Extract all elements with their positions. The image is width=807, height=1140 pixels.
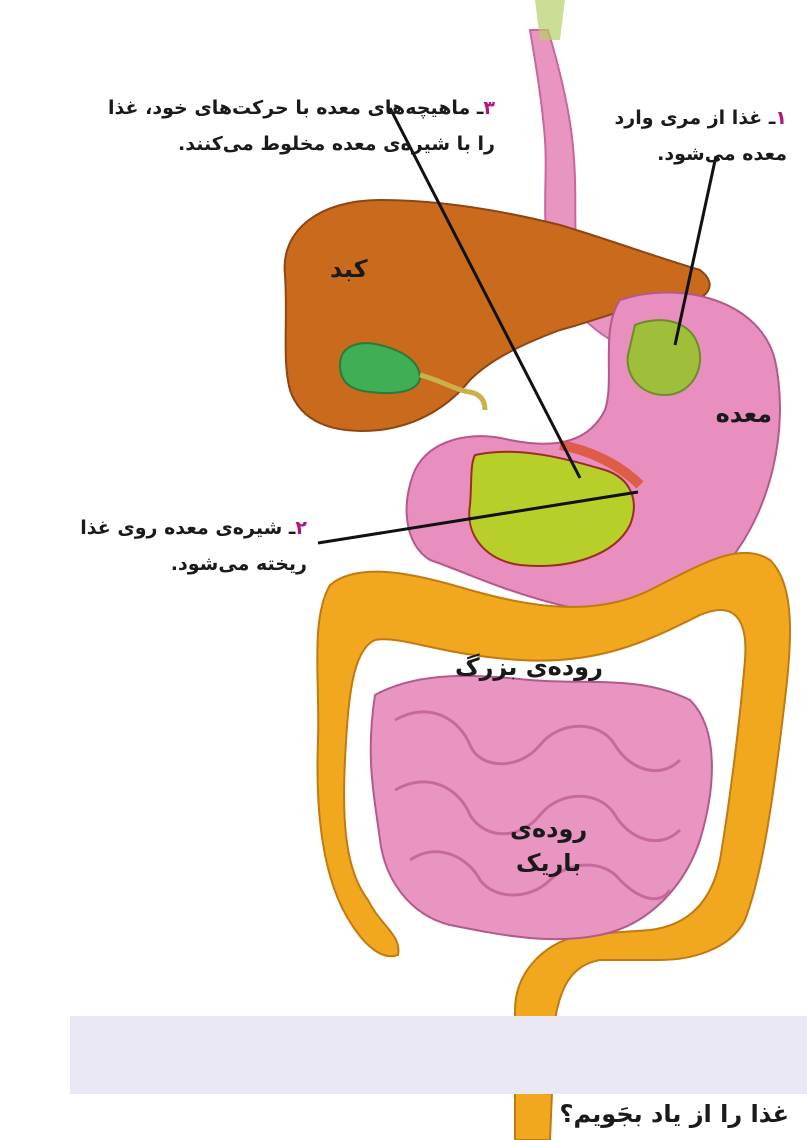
step2-number: ۲: [295, 517, 307, 539]
label-liver: کبد: [330, 255, 368, 283]
label-stomach: معده: [716, 400, 772, 428]
step2-line2: ریخته می‌شود.: [80, 546, 307, 582]
label-small-intestine-line1: روده‌ی: [510, 812, 587, 846]
step1-line2: معده می‌شود.: [615, 136, 788, 172]
step1-number: ۱: [775, 107, 787, 129]
step3-number: ۳: [483, 97, 495, 119]
label-small-intestine-line2: باریک: [510, 846, 587, 880]
step1-line1: ـ غذا از مری وارد: [615, 107, 776, 129]
step3-line1: ـ ماهیچه‌های معده با حرکت‌های خود، غذا: [108, 97, 483, 119]
stomach-food: [628, 320, 700, 395]
annotation-step1: ۱ـ غذا از مری وارد معده می‌شود.: [615, 100, 788, 172]
small-intestine: [371, 676, 712, 939]
step2-line1: ـ شیره‌ی معده روی غذا: [80, 517, 295, 539]
section-band: [70, 1016, 807, 1094]
label-small-intestine: روده‌ی باریک: [510, 812, 587, 880]
section-title: غذا را از یاد بجَویم؟: [560, 1100, 789, 1128]
annotation-step3: ۳ـ ماهیچه‌های معده با حرکت‌های خود، غذا …: [108, 90, 495, 162]
label-large-intestine: روده‌ی بزرگ: [455, 653, 603, 681]
annotation-step2: ۲ـ شیره‌ی معده روی غذا ریخته می‌شود.: [80, 510, 307, 582]
esophagus-top: [535, 0, 565, 40]
step3-line2: را با شیره‌ی معده مخلوط می‌کنند.: [108, 126, 495, 162]
